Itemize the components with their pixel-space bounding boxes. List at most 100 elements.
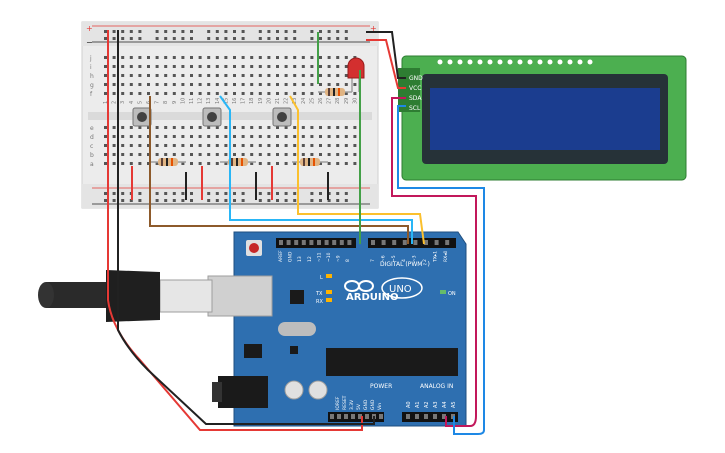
- breadboard-hole: [138, 83, 142, 86]
- breadboard-hole: [121, 74, 125, 77]
- breadboard-hole: [267, 56, 271, 59]
- breadboard-hole: [198, 65, 202, 68]
- breadboard-hole: [319, 56, 322, 59]
- breadboard-hole: [104, 144, 107, 147]
- breadboard-hole: [233, 126, 236, 129]
- column-number: 3: [120, 101, 126, 104]
- breadboard-hole: [172, 126, 176, 129]
- header-pin: [406, 414, 410, 419]
- breadboard-hole: [224, 144, 228, 147]
- breadboard-hole: [207, 65, 211, 68]
- breadboard-hole: [147, 74, 150, 77]
- digital-pin-label: 8: [345, 259, 351, 262]
- breadboard-hole: [181, 192, 185, 195]
- breadboard-hole: [301, 56, 305, 59]
- lcd-pin-vcc: VCC: [409, 85, 421, 92]
- analog-pin-label: A3: [433, 401, 439, 408]
- breadboard-hole: [138, 192, 142, 195]
- breadboard-hole: [104, 65, 107, 68]
- digital-pin-label: 12: [307, 256, 313, 262]
- lcd-header-pin: [457, 59, 463, 65]
- breadboard-hole: [147, 56, 150, 59]
- breadboard-hole: [353, 126, 357, 129]
- breadboard-hole: [276, 144, 279, 147]
- breadboard-hole: [164, 37, 168, 40]
- header-pin: [279, 240, 283, 245]
- breadboard-hole: [155, 135, 159, 138]
- breadboard-hole: [112, 126, 116, 129]
- pushbutton-3[interactable]: [272, 107, 292, 127]
- breadboard-hole: [319, 30, 322, 33]
- header-pin: [344, 414, 348, 419]
- breadboard-hole: [336, 30, 340, 33]
- breadboard-hole: [258, 162, 262, 165]
- breadboard-hole: [327, 74, 331, 77]
- breadboard-hole: [250, 162, 254, 165]
- breadboard-hole: [353, 92, 357, 95]
- breadboard-hole: [224, 83, 228, 86]
- breadboard-hole: [215, 153, 219, 156]
- column-number: 13: [206, 98, 212, 104]
- pushbutton-2[interactable]: [202, 107, 222, 127]
- breadboard-hole: [241, 37, 245, 40]
- breadboard-hole: [310, 74, 314, 77]
- breadboard-hole: [310, 199, 314, 202]
- breadboard-hole: [164, 199, 168, 202]
- breadboard-hole: [172, 83, 176, 86]
- pushbutton-1[interactable]: [132, 107, 152, 127]
- breadboard-hole: [241, 153, 245, 156]
- breadboard-hole: [319, 144, 322, 147]
- breadboard-hole: [181, 135, 185, 138]
- column-number: 19: [258, 98, 264, 104]
- column-number: 10: [180, 98, 186, 104]
- breadboard-hole: [267, 74, 271, 77]
- breadboard-hole: [207, 74, 211, 77]
- breadboard-hole: [198, 92, 202, 95]
- column-number: 1: [103, 101, 109, 104]
- breadboard-hole: [327, 83, 331, 86]
- breadboard-hole: [190, 65, 193, 68]
- column-number: 20: [266, 98, 272, 104]
- breadboard-hole: [319, 92, 322, 95]
- breadboard-hole: [155, 37, 159, 40]
- breadboard-hole: [327, 126, 331, 129]
- breadboard-hole: [233, 83, 236, 86]
- header-pin: [347, 240, 352, 245]
- breadboard-hole: [344, 83, 348, 86]
- breadboard-hole: [215, 83, 219, 86]
- breadboard-hole: [181, 74, 185, 77]
- header-pin: [351, 414, 355, 419]
- breadboard-hole: [207, 144, 211, 147]
- analog-pin-label: A0: [406, 401, 412, 408]
- breadboard-hole: [284, 135, 288, 138]
- breadboard-hole: [310, 30, 314, 33]
- breadboard-hole: [233, 153, 236, 156]
- usb-connector[interactable]: [38, 270, 273, 322]
- breadboard-hole: [258, 144, 262, 147]
- breadboard-hole: [319, 37, 322, 40]
- header-pin: [379, 414, 383, 419]
- breadboard-hole: [250, 65, 254, 68]
- lcd-header-pin: [487, 59, 493, 65]
- header-pin: [301, 240, 306, 245]
- breadboard-hole: [276, 83, 279, 86]
- breadboard-hole: [293, 192, 297, 195]
- breadboard-hole: [293, 56, 297, 59]
- breadboard-hole: [198, 83, 202, 86]
- breadboard-hole: [284, 162, 288, 165]
- breadboard-hole: [353, 135, 357, 138]
- breadboard-hole: [276, 126, 279, 129]
- breadboard-hole: [258, 65, 262, 68]
- breadboard-hole: [224, 126, 228, 129]
- breadboard-hole: [310, 56, 314, 59]
- breadboard-hole: [250, 74, 254, 77]
- header-pin: [332, 240, 337, 245]
- breadboard-hole: [310, 144, 314, 147]
- breadboard-hole: [233, 144, 236, 147]
- lcd-module[interactable]: GND VCC SDA SCL: [398, 55, 687, 181]
- wire-red-lcd-vcc: [366, 39, 406, 89]
- digital-pin-label: AREF: [278, 250, 284, 262]
- led-l-label: L: [320, 275, 323, 281]
